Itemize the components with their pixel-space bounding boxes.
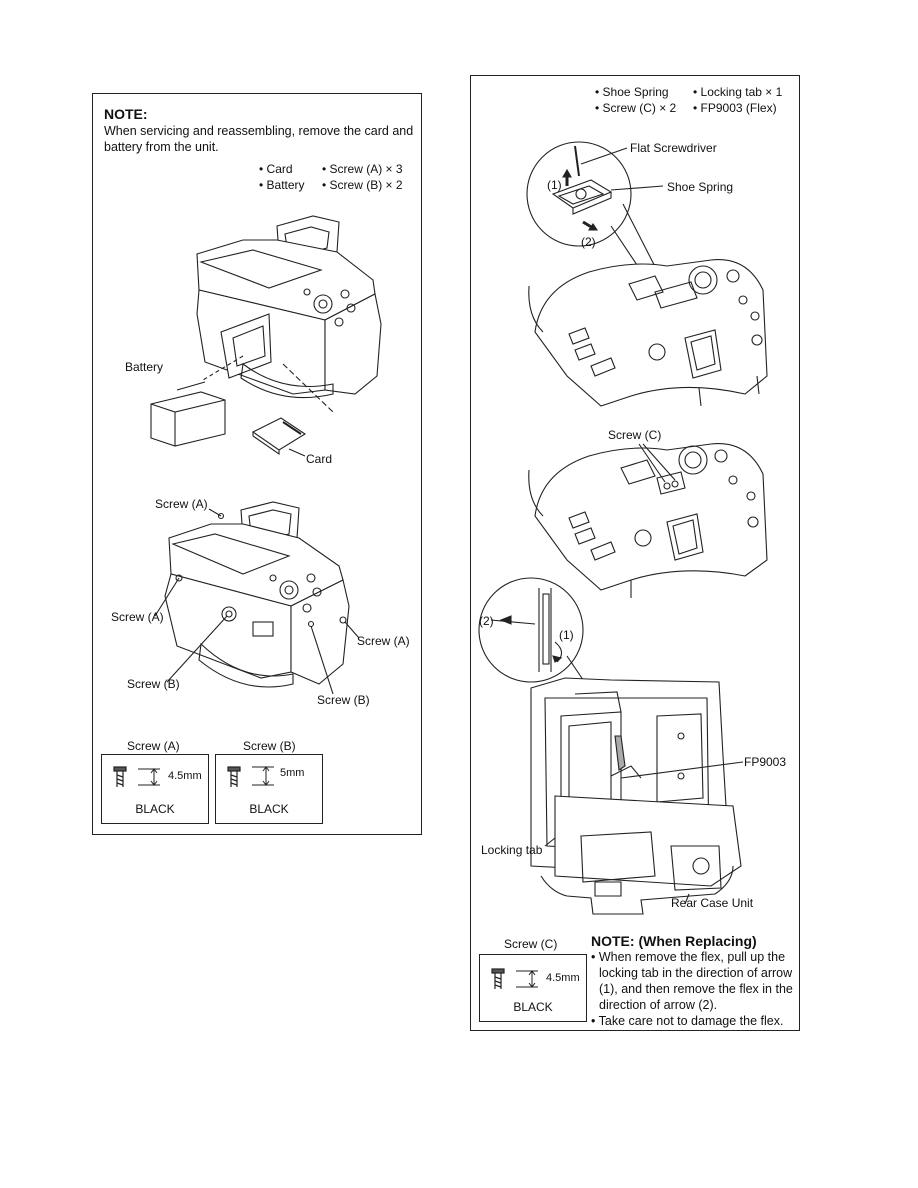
screw-b-left-label: Screw (B)	[127, 677, 180, 691]
screw-a-title: Screw (A)	[127, 739, 180, 753]
part-item-fp9003: • FP9003 (Flex)	[693, 101, 777, 115]
left-procedure-panel: NOTE: When servicing and reassembling, r…	[92, 93, 422, 835]
part-item-locking-tab: • Locking tab × 1	[693, 85, 783, 99]
part-item-shoe-spring: • Shoe Spring	[595, 85, 669, 99]
screw-b-icon	[227, 766, 241, 787]
screw-a-right-label: Screw (A)	[357, 634, 410, 648]
battery-label: Battery	[125, 360, 164, 374]
screw-b-length: 5mm	[280, 767, 305, 779]
replace-note-line-3: (1), and then remove the flex in the	[599, 982, 793, 996]
locking-tab-label: Locking tab	[481, 843, 543, 857]
screw-a-icon	[113, 766, 127, 787]
screw-c-length: 4.5mm	[546, 972, 580, 984]
fp9003-label: FP9003	[744, 755, 787, 769]
note-title: NOTE:	[104, 106, 148, 122]
replace-note-line-4: direction of arrow (2).	[599, 998, 718, 1012]
arrow-2-label: (2)	[581, 235, 596, 249]
screw-c-title: Screw (C)	[504, 937, 558, 951]
camera-screw-locations-illustration	[154, 501, 360, 695]
screw-c-length-indicator	[516, 970, 538, 988]
screw-c-location-illustration	[528, 443, 768, 598]
screw-b-right-label: Screw (B)	[317, 693, 370, 707]
screw-b-length-indicator	[252, 766, 274, 786]
replace-note-line-5: • Take care not to damage the flex.	[591, 1014, 784, 1028]
right-procedure-panel: • Shoe Spring • Locking tab × 1 • Screw …	[470, 75, 800, 1031]
part-item-card: • Card	[259, 162, 293, 176]
note-line-1: When servicing and reassembling, remove …	[104, 124, 414, 138]
screw-a-top-label: Screw (A)	[155, 497, 208, 511]
screw-a-spec-box: 4.5mm BLACK	[101, 754, 209, 824]
flex-arrow-1-label: (1)	[559, 628, 574, 642]
screw-b-title: Screw (B)	[243, 739, 296, 753]
camera-battery-removal-illustration	[150, 215, 382, 457]
flex-removal-illustration	[478, 577, 744, 915]
screw-a-left-label: Screw (A)	[111, 610, 164, 624]
part-item-screw-a: • Screw (A) × 3	[322, 162, 403, 176]
screw-c-color: BLACK	[513, 1000, 553, 1014]
replace-note-title: NOTE: (When Replacing)	[591, 933, 757, 949]
replace-note-line-2: locking tab in the direction of arrow	[599, 966, 793, 980]
screw-c-icon	[491, 968, 505, 989]
card-label: Card	[306, 452, 333, 466]
part-item-screw-c: • Screw (C) × 2	[595, 101, 677, 115]
part-item-battery: • Battery	[259, 178, 305, 192]
screw-c-label: Screw (C)	[608, 428, 662, 442]
flat-screwdriver-label: Flat Screwdriver	[630, 141, 717, 155]
screw-c-spec-box: 4.5mm BLACK	[479, 954, 587, 1022]
shoe-spring-label: Shoe Spring	[667, 180, 734, 194]
screw-a-length: 4.5mm	[168, 770, 202, 782]
screw-a-color: BLACK	[135, 802, 175, 816]
note-line-2: battery from the unit.	[104, 140, 219, 154]
part-item-screw-b: • Screw (B) × 2	[322, 178, 403, 192]
screw-b-color: BLACK	[249, 802, 289, 816]
shoe-spring-removal-illustration	[526, 141, 768, 407]
replace-note-line-1: • When remove the flex, pull up the	[591, 950, 786, 964]
arrow-1-label: (1)	[547, 178, 562, 192]
rear-case-unit-label: Rear Case Unit	[671, 896, 754, 910]
flex-arrow-2-label: (2)	[479, 614, 494, 628]
screw-a-length-indicator	[138, 768, 160, 786]
screw-b-spec-box: 5mm BLACK	[215, 754, 323, 824]
